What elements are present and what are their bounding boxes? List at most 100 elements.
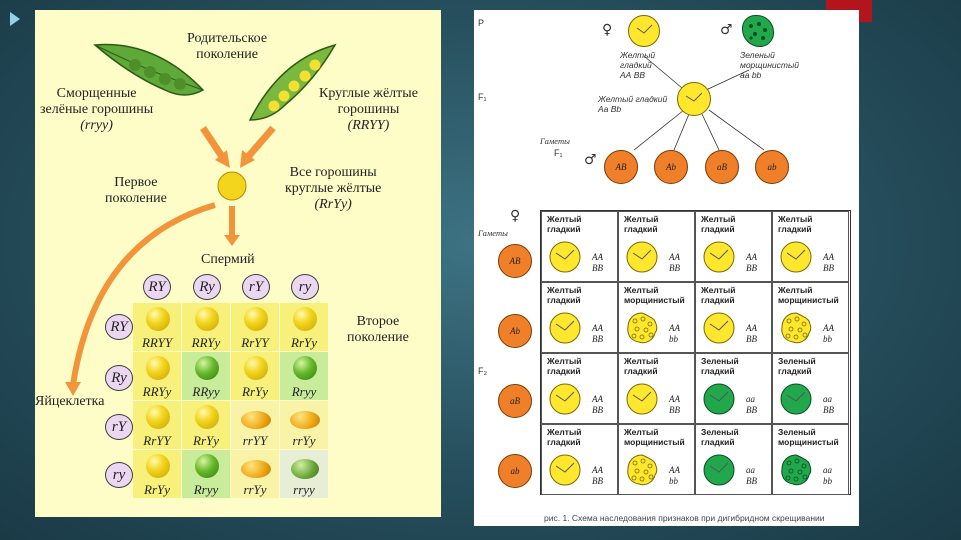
genotype-label: rrYy <box>243 482 267 497</box>
phenotype-label: Желтый гладкий <box>778 214 813 234</box>
parent-green-wrinkled-pea <box>742 15 774 47</box>
p-generation-marker: P <box>478 18 485 28</box>
f2-generation-marker: F₂ <box>478 366 487 376</box>
genotype-label: AA BB <box>669 252 680 273</box>
arrow-f1-AB <box>633 109 685 151</box>
arrowhead-egg <box>65 382 81 396</box>
female-symbol-icon: ♀ <box>602 22 613 38</box>
f1-gamete-generation-marker: F₁ <box>554 148 563 158</box>
wrinkled-pea-icon <box>781 454 812 486</box>
arrow-f1-ab <box>708 109 765 151</box>
smooth-pea-icon <box>703 312 735 344</box>
genotype-label: RrYY <box>241 335 269 350</box>
wrinkled-pea-texture-icon <box>749 22 767 40</box>
female-gamete-ab: ab <box>498 454 532 488</box>
genotype-label: AA BB <box>746 252 757 273</box>
pea-icon <box>244 307 268 331</box>
female-gamete-aB: aB <box>498 384 532 418</box>
punnett-cell-3-2: rrYy <box>231 450 279 498</box>
phenotype-label: Желтый гладкий <box>547 427 582 447</box>
f1-yellow-smooth-pea <box>677 82 711 116</box>
female-gamete-AB: AB <box>498 244 532 278</box>
phenotype-label: Желтый гладкий <box>547 214 582 234</box>
genotype-label: RRYy <box>142 384 172 399</box>
cross-cell-0-3: Желтый гладкий AA BB <box>772 211 849 282</box>
smooth-pea-icon <box>626 241 658 273</box>
genotype-label: rrYy <box>292 433 316 448</box>
smooth-pea-icon <box>549 241 581 273</box>
smooth-pea-icon <box>780 241 812 273</box>
pea-icon <box>241 411 271 429</box>
wrinkled-pea-pod <box>93 43 205 96</box>
female-gametes-symbol-icon: ♀ <box>510 208 521 224</box>
smooth-pea-icon <box>549 383 581 415</box>
pea-icon <box>146 307 170 331</box>
smooth-pea-icon <box>780 383 812 415</box>
phenotype-label: Желтый гладкий <box>547 356 582 376</box>
parent-yellow-smooth-pea <box>628 15 660 47</box>
pea-icon <box>146 405 170 429</box>
arrowhead-f1-left <box>215 150 230 168</box>
phenotype-label: Зеленый гладкий <box>701 356 739 376</box>
arrow-parent1-f1 <box>643 55 683 89</box>
genotype-label: RrYy <box>242 384 268 399</box>
egg-gamete-rY: rY <box>105 414 133 440</box>
female-gamete-Ab: Ab <box>498 314 532 348</box>
male-gametes-symbol-icon: ♂ <box>584 152 597 168</box>
phenotype-label: Зеленый гладкий <box>701 427 739 447</box>
sperm-label: Спермий <box>201 252 255 267</box>
genotype-label: Rryy <box>291 384 317 399</box>
punnett-cell-2-2: rrYY <box>231 401 279 449</box>
sperm-gamete-ry: ry <box>291 274 319 300</box>
punnett-cell-0-0: RRYY <box>133 303 181 351</box>
phenotype-label: Желтый гладкий <box>624 214 659 234</box>
pea-icon <box>293 307 317 331</box>
genotype-label: aa BB <box>746 394 757 415</box>
pea-icon <box>195 405 219 429</box>
genotype-label: AA BB <box>592 394 603 415</box>
phenotype-label: Желтый гладкий <box>624 356 659 376</box>
genotype-label: AA BB <box>823 252 834 273</box>
phenotype-label: Зеленый морщинистый <box>778 427 839 447</box>
male-gamete-Ab: Ab <box>654 150 688 184</box>
male-gamete-aB: aB <box>705 150 739 184</box>
phenotype-label: Зеленый гладкий <box>778 356 816 376</box>
punnett-cell-0-3: RrYy <box>280 303 328 351</box>
smooth-pea-icon <box>626 383 658 415</box>
genotype-label: RRYY <box>141 335 173 350</box>
arrowhead-f1-right <box>240 150 255 168</box>
pea-icon <box>244 356 268 380</box>
phenotype-label: Желтый гладкий <box>547 285 582 305</box>
arrowhead-sperm <box>224 235 240 246</box>
punnett-cell-2-1: RrYy <box>182 401 230 449</box>
genotype-label: Rryy <box>193 482 219 497</box>
pea-icon <box>195 454 219 478</box>
smooth-pea-icon <box>703 383 735 415</box>
wrinkled-pea-icon <box>781 312 812 344</box>
smooth-pea-icon <box>703 454 735 486</box>
genotype-label: AA BB <box>669 394 680 415</box>
smooth-pea-mark-icon <box>636 24 653 34</box>
phenotype-label: Желтый морщинистый <box>624 285 685 305</box>
wrinkled-pea-icon <box>627 312 658 344</box>
punnett-cell-1-0: RRYy <box>133 352 181 400</box>
egg-label: Яйцеклетка <box>35 394 105 409</box>
phenotype-label: Желтый морщинистый <box>624 427 685 447</box>
punnett-square-right: Желтый гладкий AA BB Желтый гладкий AA BB Же… <box>540 210 851 495</box>
arrow-f1-aB <box>701 113 720 151</box>
punnett-cell-1-3: Rryy <box>280 352 328 400</box>
